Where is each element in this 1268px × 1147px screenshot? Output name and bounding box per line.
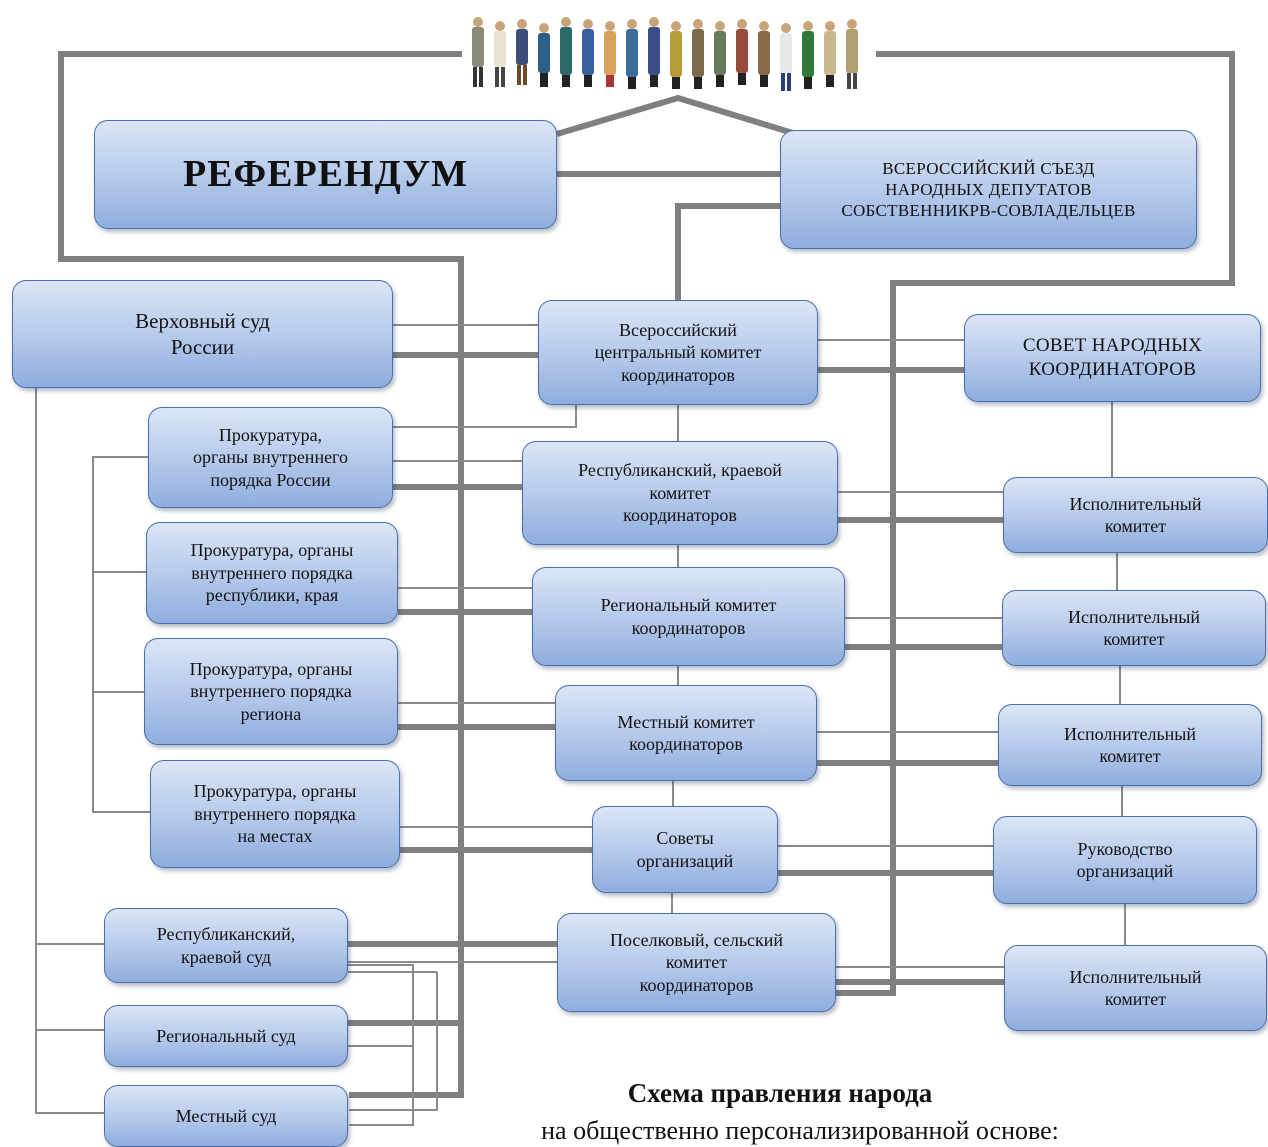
congress-box: ВСЕРОССИЙСКИЙ СЪЕЗД НАРОДНЫХ ДЕПУТАТОВ С… bbox=[780, 130, 1197, 249]
prosecutor-republic-box: Прокуратура, органы внутреннего порядка … bbox=[146, 522, 398, 624]
executive-committee-label: Исполнительный комитет bbox=[1067, 606, 1201, 650]
local-committee-label: Местный комитет координаторов bbox=[617, 711, 755, 755]
prosecutor-region-label: Прокуратура, органы внутреннего порядка … bbox=[189, 658, 353, 724]
prosecutor-local-box: Прокуратура, органы внутреннего порядка … bbox=[150, 760, 400, 868]
executive-committee-box: Исполнительный комитет bbox=[998, 704, 1262, 786]
republic-committee-label: Республиканский, краевой комитет координ… bbox=[578, 460, 782, 526]
central-committee-box: Всероссийский центральный комитет коорди… bbox=[538, 300, 818, 405]
referendum-label: РЕФЕРЕНДУМ bbox=[182, 152, 469, 195]
organizations-councils-box: Советы организаций bbox=[592, 806, 778, 893]
organizations-management-label: Руководство организаций bbox=[1076, 838, 1174, 882]
regional-committee-label: Региональный комитет координаторов bbox=[600, 595, 777, 638]
village-committee-label: Поселковый, сельский комитет координатор… bbox=[609, 929, 784, 995]
village-committee-box: Поселковый, сельский комитет координатор… bbox=[557, 913, 836, 1012]
people-figures-image bbox=[472, 17, 858, 91]
organizations-management-box: Руководство организаций bbox=[993, 816, 1257, 904]
regional-committee-box: Региональный комитет координаторов bbox=[532, 567, 845, 666]
prosecutor-region-box: Прокуратура, органы внутреннего порядка … bbox=[144, 638, 398, 745]
diagram-title: Схема правления народа bbox=[627, 1078, 933, 1108]
executive-committee-label: Исполнительный комитет bbox=[1069, 493, 1202, 537]
executive-committee-box: Исполнительный комитет bbox=[1002, 590, 1266, 666]
republic-court-label: Республиканский, краевой суд bbox=[156, 924, 296, 967]
people-council-label: СОВЕТ НАРОДНЫХ КООРДИНАТОРОВ bbox=[1022, 335, 1203, 380]
local-court-box: Местный суд bbox=[104, 1085, 348, 1147]
executive-committee-label: Исполнительный комитет bbox=[1069, 966, 1202, 1010]
republic-committee-box: Республиканский, краевой комитет координ… bbox=[522, 441, 838, 545]
organizations-councils-label: Советы организаций bbox=[636, 828, 734, 871]
regional-court-label: Региональный суд bbox=[156, 1025, 296, 1046]
people-council-box: СОВЕТ НАРОДНЫХ КООРДИНАТОРОВ bbox=[964, 314, 1261, 402]
local-court-label: Местный суд bbox=[175, 1105, 277, 1126]
executive-committee-box: Исполнительный комитет bbox=[1004, 945, 1267, 1031]
executive-committee-label: Исполнительный комитет bbox=[1063, 723, 1197, 767]
referendum-box: РЕФЕРЕНДУМ bbox=[94, 120, 557, 229]
prosecutor-russia-box: Прокуратура, органы внутреннего порядка … bbox=[148, 407, 393, 508]
executive-committee-box: Исполнительный комитет bbox=[1003, 477, 1268, 553]
prosecutor-republic-label: Прокуратура, органы внутреннего порядка … bbox=[190, 540, 354, 606]
republic-court-box: Республиканский, краевой суд bbox=[104, 908, 348, 983]
regional-court-box: Региональный суд bbox=[104, 1005, 348, 1067]
local-committee-box: Местный комитет координаторов bbox=[555, 685, 817, 781]
congress-label: ВСЕРОССИЙСКИЙ СЪЕЗД НАРОДНЫХ ДЕПУТАТОВ С… bbox=[841, 158, 1136, 221]
central-committee-label: Всероссийский центральный комитет коорди… bbox=[594, 319, 762, 385]
prosecutor-local-label: Прокуратура, органы внутреннего порядка … bbox=[193, 781, 357, 847]
supreme-court-box: Верховный суд России bbox=[12, 280, 393, 388]
prosecutor-russia-label: Прокуратура, органы внутреннего порядка … bbox=[193, 424, 348, 490]
diagram-subtitle: на общественно персонализированной основ… bbox=[541, 1116, 1059, 1145]
supreme-court-label: Верховный суд России bbox=[135, 308, 270, 359]
